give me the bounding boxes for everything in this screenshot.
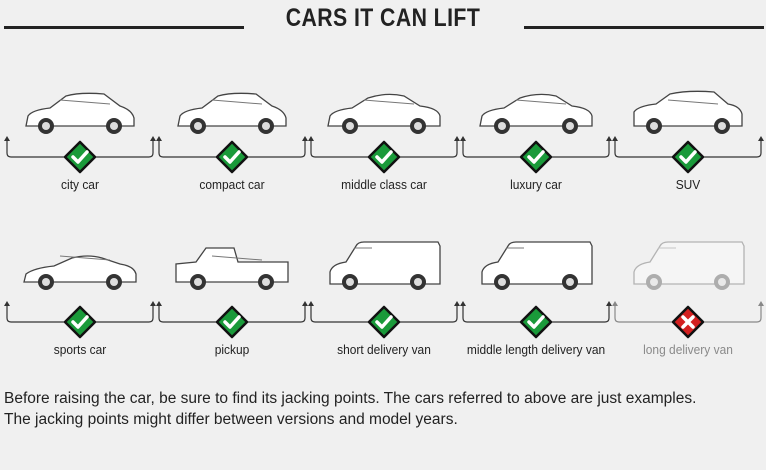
title-rule-right	[524, 26, 764, 29]
check-badge-icon	[460, 301, 612, 339]
car-type-label: short delivery van	[337, 342, 431, 357]
car-illustration-icon	[25, 92, 135, 134]
car-illustration-icon	[23, 255, 137, 290]
check-badge-icon	[156, 136, 308, 174]
car-illustration-icon	[479, 93, 593, 134]
car-illustration-icon	[481, 241, 593, 290]
car-type-label: middle length delivery van	[466, 342, 606, 357]
check-badge-icon	[308, 301, 460, 339]
car-type-label: SUV	[675, 177, 701, 192]
car-type-label: middle class car	[341, 177, 427, 192]
check-badge-icon	[4, 301, 156, 339]
note-line-2: The jacking points might differ between …	[4, 411, 458, 428]
check-badge-icon	[308, 136, 460, 174]
cross-badge-icon	[612, 301, 764, 339]
car-type-label: pickup	[214, 342, 250, 357]
check-badge-icon	[4, 136, 156, 174]
car-illustration-icon	[175, 247, 289, 290]
car-illustration-icon	[177, 92, 287, 134]
car-illustration-icon	[329, 241, 441, 290]
page-title: CARS IT CAN LIFT	[285, 4, 481, 32]
car-type-label: luxury car	[510, 177, 562, 192]
car-illustration-icon	[633, 90, 743, 134]
car-illustration-icon	[327, 93, 441, 134]
check-badge-icon	[612, 136, 764, 174]
car-type-label: sports car	[53, 342, 107, 357]
title-rule-left	[4, 26, 244, 29]
car-type-label: compact car	[199, 177, 265, 192]
car-type-label: long delivery van	[643, 342, 733, 357]
check-badge-icon	[460, 136, 612, 174]
car-illustration-icon	[633, 241, 745, 290]
note-line-1: Before raising the car, be sure to find …	[4, 390, 697, 407]
jacking-note: Before raising the car, be sure to find …	[4, 388, 764, 430]
check-badge-icon	[156, 301, 308, 339]
car-type-label: city car	[61, 177, 99, 192]
